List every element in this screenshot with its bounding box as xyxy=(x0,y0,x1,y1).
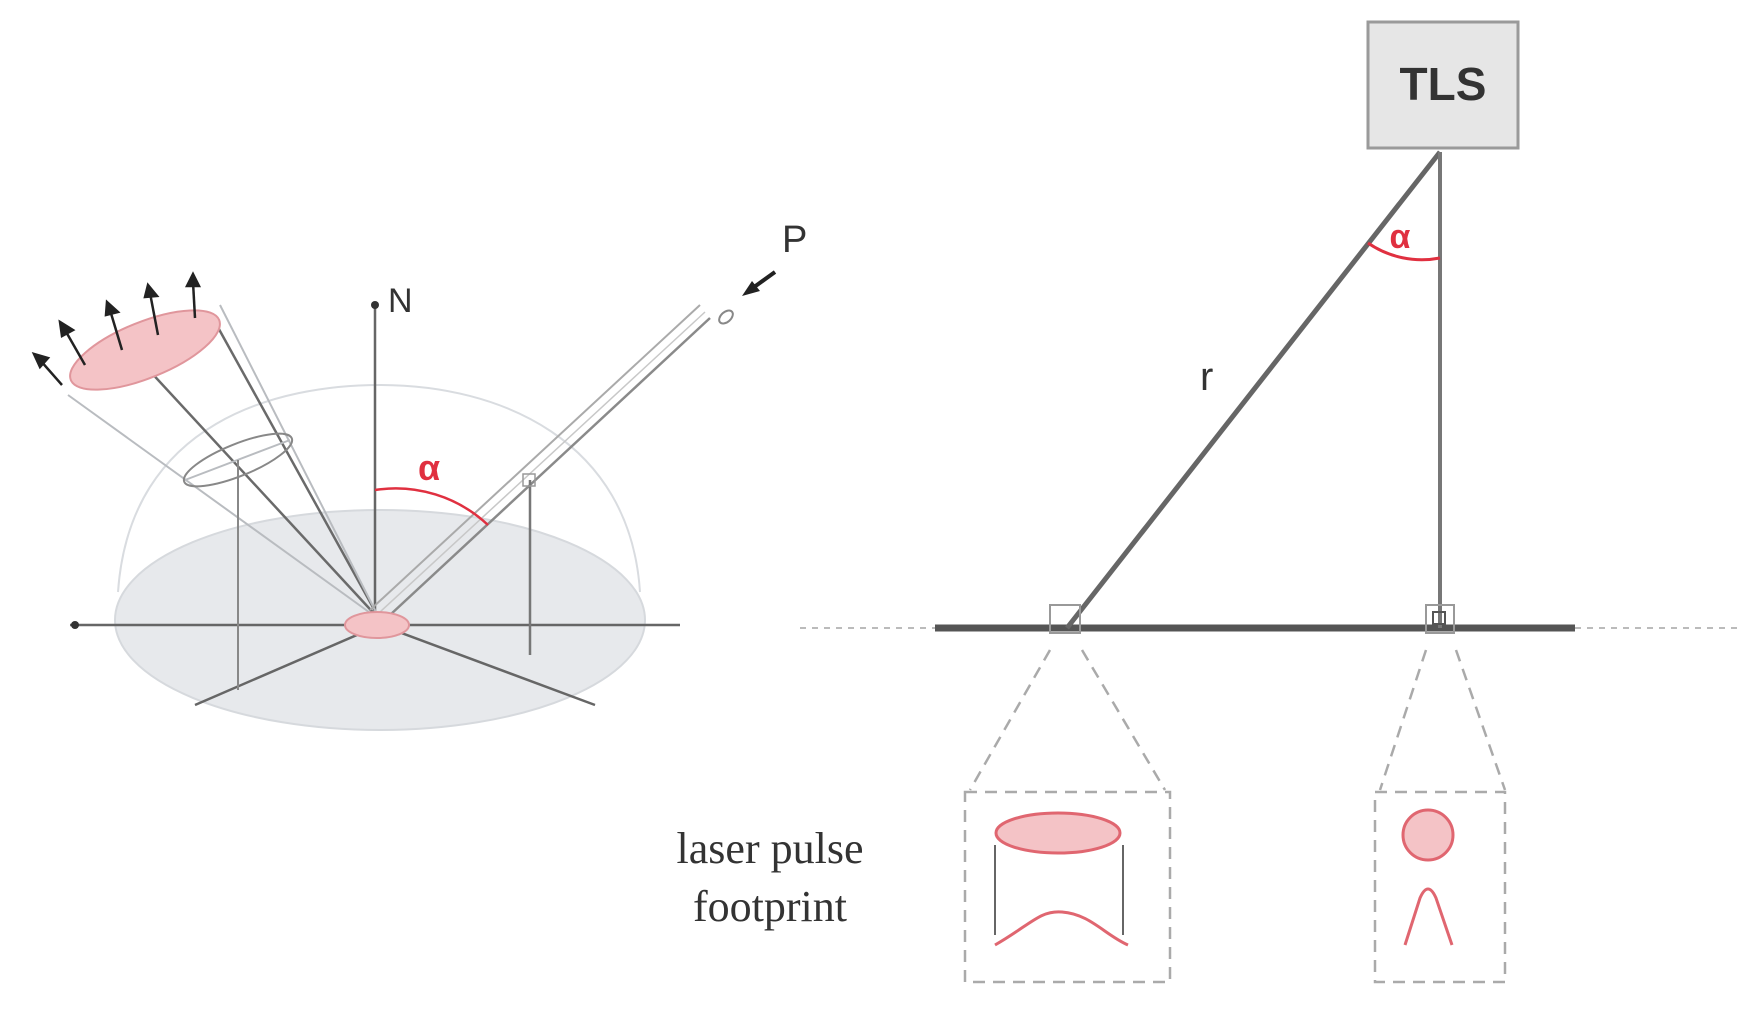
incidence-geometry-panel: N P α xyxy=(31,219,807,731)
tls-scanner-box xyxy=(1366,20,1520,150)
incident-beam-edge-upper xyxy=(369,304,701,611)
pulse-label: P xyxy=(782,219,807,261)
reflected-ray-1 xyxy=(134,354,381,621)
reflected-cone-edge-left xyxy=(67,394,381,621)
tls-scanner-label: TLS xyxy=(1400,58,1487,110)
slant-range-line xyxy=(1065,150,1442,630)
right-angle-marker xyxy=(1432,611,1446,625)
caption-line-1: laser pulse xyxy=(676,824,864,873)
beam-intersection-marker xyxy=(522,473,536,487)
ground-footprint-ellipse xyxy=(344,611,410,639)
hemisphere-outline xyxy=(117,383,641,593)
incidence-angle-label: α xyxy=(418,447,440,488)
scan-angle-label: α xyxy=(1390,218,1411,256)
footprint-caption: laser pulse footprint xyxy=(620,820,920,936)
beam-origin-marker xyxy=(718,309,734,325)
scan-angle-arc xyxy=(1367,241,1441,262)
scanner-geometry-panel: TLS α r xyxy=(800,20,1740,984)
normal-label: N xyxy=(388,282,413,320)
reflected-energy-ellipse xyxy=(69,309,221,391)
nadir-zoom-line-right xyxy=(1454,649,1507,791)
z-axis-line xyxy=(379,623,596,707)
reflected-cone-edge-right xyxy=(219,304,381,621)
range-label: r xyxy=(1200,355,1213,399)
pulse-arrow-head xyxy=(742,281,760,296)
oblique-footprint-marker xyxy=(1049,604,1081,634)
oblique-zoom-line-left xyxy=(968,649,1052,791)
nadir-footprint-inset xyxy=(1373,790,1507,984)
x-axis-end-dot xyxy=(71,621,79,629)
oblique-return-waveform xyxy=(994,910,1129,947)
incidence-angle-arc xyxy=(374,487,489,526)
cone-cross-section xyxy=(182,432,294,488)
normal-vector-tip xyxy=(371,301,379,309)
reflection-arrows xyxy=(31,271,202,386)
oblique-footprint-inset xyxy=(963,790,1172,984)
nadir-footprint-marker xyxy=(1425,604,1455,634)
y-axis-line xyxy=(194,623,381,707)
nadir-return-waveform xyxy=(1403,887,1454,946)
incident-beam-center xyxy=(379,311,706,613)
oblique-footprint-ellipse xyxy=(994,811,1122,855)
nadir-footprint-circle xyxy=(1401,808,1455,862)
incident-beam-edge-lower xyxy=(389,317,711,616)
nadir-zoom-line-left xyxy=(1378,649,1428,791)
reflected-ray-2 xyxy=(213,321,382,621)
caption-line-2: footprint xyxy=(693,882,847,931)
oblique-zoom-line-right xyxy=(1080,649,1167,791)
